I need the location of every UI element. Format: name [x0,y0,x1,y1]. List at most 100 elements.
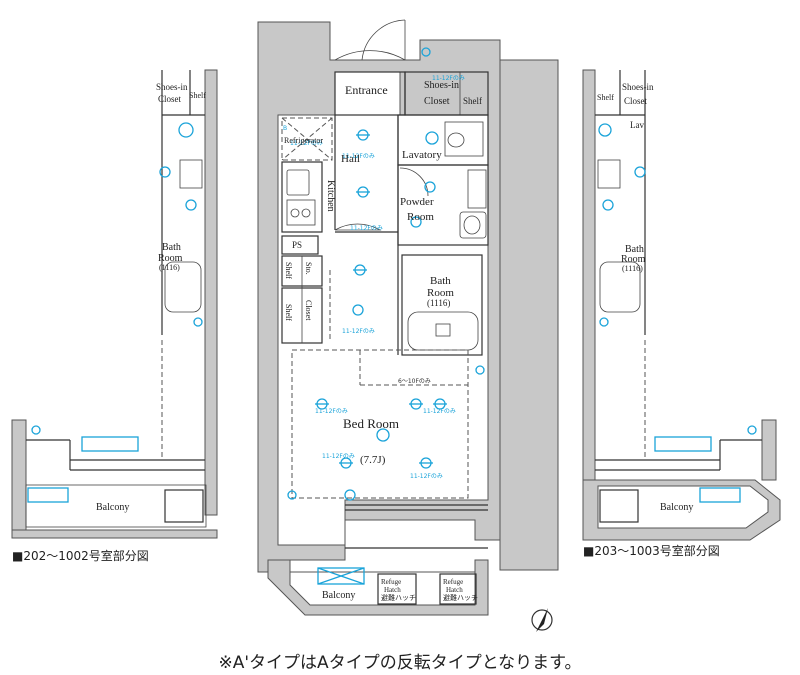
powder-room [397,164,489,246]
kitchen-stove [286,199,316,226]
label-powder-2: Room [407,211,434,223]
balcony-ac-unit [317,567,365,585]
left-plan-sym-5 [31,425,41,435]
label-bed-room: Bed Room [343,416,399,431]
right-plan-sym-3 [602,199,614,211]
north-compass-icon [531,608,553,632]
label-refuge-2b: Hatch [446,586,463,594]
label-kitchen: Kitchen [325,180,336,212]
right-plan-wall-left [582,69,596,516]
svg-text:11-12Fのみ: 11-12Fのみ [432,75,465,82]
left-plan-sym-2 [159,166,171,178]
right-plan-wall-right [761,419,777,481]
right-plan-shelf-box [597,159,621,189]
left-plan-sym-1 [178,122,194,138]
left-label-balcony: Balcony [96,502,129,513]
svg-text:11-12Fのみ: 11-12Fのみ [322,453,355,460]
refuge-hatch-2 [439,573,477,605]
label-refrigerator: Refrigerator [284,136,323,145]
bed-room-area [291,349,469,499]
svg-text:11-12Fのみ: 11-12Fのみ [315,408,348,415]
lavatory-sink [444,121,484,157]
bath-drain [435,323,451,337]
svg-text:11-12Fのみ: 11-12Fのみ [342,328,375,335]
left-plan-sym-3 [185,199,197,211]
left-plan-caption: ■202～1002号室部分図 [12,548,149,563]
label-refuge-2c: 避難ハッチ [443,593,478,602]
right-label-bath-2: Room [621,254,646,265]
stove-burner-2 [301,208,311,218]
svg-text:11-12Fのみ: 11-12Fのみ [342,153,375,160]
label-refuge-1a: Refuge [381,578,401,586]
right-plan-bathtub [599,261,641,313]
entrance-door-swing [361,19,406,61]
ps-box [281,235,319,255]
right-label-bath-1: Bath [625,244,644,255]
label-shelf-3: Shelf [284,304,293,321]
right-partial-plan: Shelf Shoes-in Closet Lav Bath Room (111… [582,69,781,558]
powder-door [399,167,429,197]
electric-symbols: B 11-12Fのみ 11-12Fのみ 11-12Fのみ 11-12Fのみ 11… [283,47,485,501]
main-balcony-floor [289,571,476,606]
left-label-shelf: Shelf [189,91,206,100]
right-plan-caption: ■203～1003号室部分図 [583,543,720,558]
right-plan-sym-4 [599,317,609,327]
left-plan-refuge-hatch [164,489,204,523]
svg-text:11-12Fのみ: 11-12Fのみ [423,408,456,415]
left-label-bath-1: Bath [162,242,181,253]
label-bath-1: Bath [430,275,451,287]
svg-text:11-12Fのみ: 11-12Fのみ [410,473,443,480]
right-plan-ac [654,436,712,452]
right-plan-sym-1 [598,123,612,137]
left-label-shoes: Shoes-in [156,82,188,92]
right-plan-sym-2 [634,166,646,178]
label-sto: Sto. [304,262,313,275]
label-bed-size: (7.7J) [360,454,386,466]
bath-room [401,254,483,356]
toilet-bowl [463,215,481,235]
label-shelf-2: Shelf [284,262,293,279]
label-closet: Closet [304,300,313,321]
left-plan-bathtub [164,261,202,313]
toilet-tank [459,211,487,239]
left-plan-ac-2 [27,487,69,503]
kitchen-counter [281,161,323,233]
label-shoes-2: Closet [424,96,450,107]
right-plan-sym-5 [747,425,757,435]
left-plan-ac [81,436,139,452]
label-shoes-1: Shoes-in [424,80,459,91]
left-plan-wall-right [204,69,218,516]
main-floor-plan: B 11-12Fのみ 11-12Fのみ 11-12Fのみ 11-12Fのみ 11… [257,19,559,632]
stove-burner-1 [290,208,300,218]
main-right-column [499,59,559,571]
svg-text:11-12Fのみ: 11-12Fのみ [290,140,323,147]
label-balcony: Balcony [322,590,355,601]
right-plan-refuge-hatch [599,489,639,523]
left-label-bath-size: (1116) [159,263,180,272]
label-hall: Hall [341,153,360,165]
right-plan-ac-2 [699,487,741,503]
label-bath-size: (1116) [427,298,450,308]
left-plan-wall-bottom [11,529,218,539]
label-ceiling-6-10: 6～10Fのみ [398,378,431,385]
label-entrance: Entrance [345,83,388,97]
left-plan-wall-bottom-left [11,419,27,539]
left-plan-shelf-box [179,159,203,189]
left-label-closet: Closet [158,94,182,104]
footnote: ※A'タイプはAタイプの反転タイプとなります。 [218,653,582,673]
label-refuge-1c: 避難ハッチ [381,593,416,602]
hall-door-swing [334,223,382,231]
bathtub [407,311,479,351]
right-label-bath-size: (1116) [622,264,643,273]
label-ps: PS [292,240,302,250]
label-refuge-1b: Hatch [384,586,401,594]
label-powder-1: Powder [400,196,434,208]
right-label-shelf: Shelf [597,93,614,102]
right-label-shoes: Shoes-in [622,82,654,92]
label-bath-2: Room [427,287,454,299]
left-plan-balcony [25,484,207,528]
right-plan-balcony [597,485,769,529]
right-label-balcony: Balcony [660,502,693,513]
kitchen-sink [286,169,310,196]
